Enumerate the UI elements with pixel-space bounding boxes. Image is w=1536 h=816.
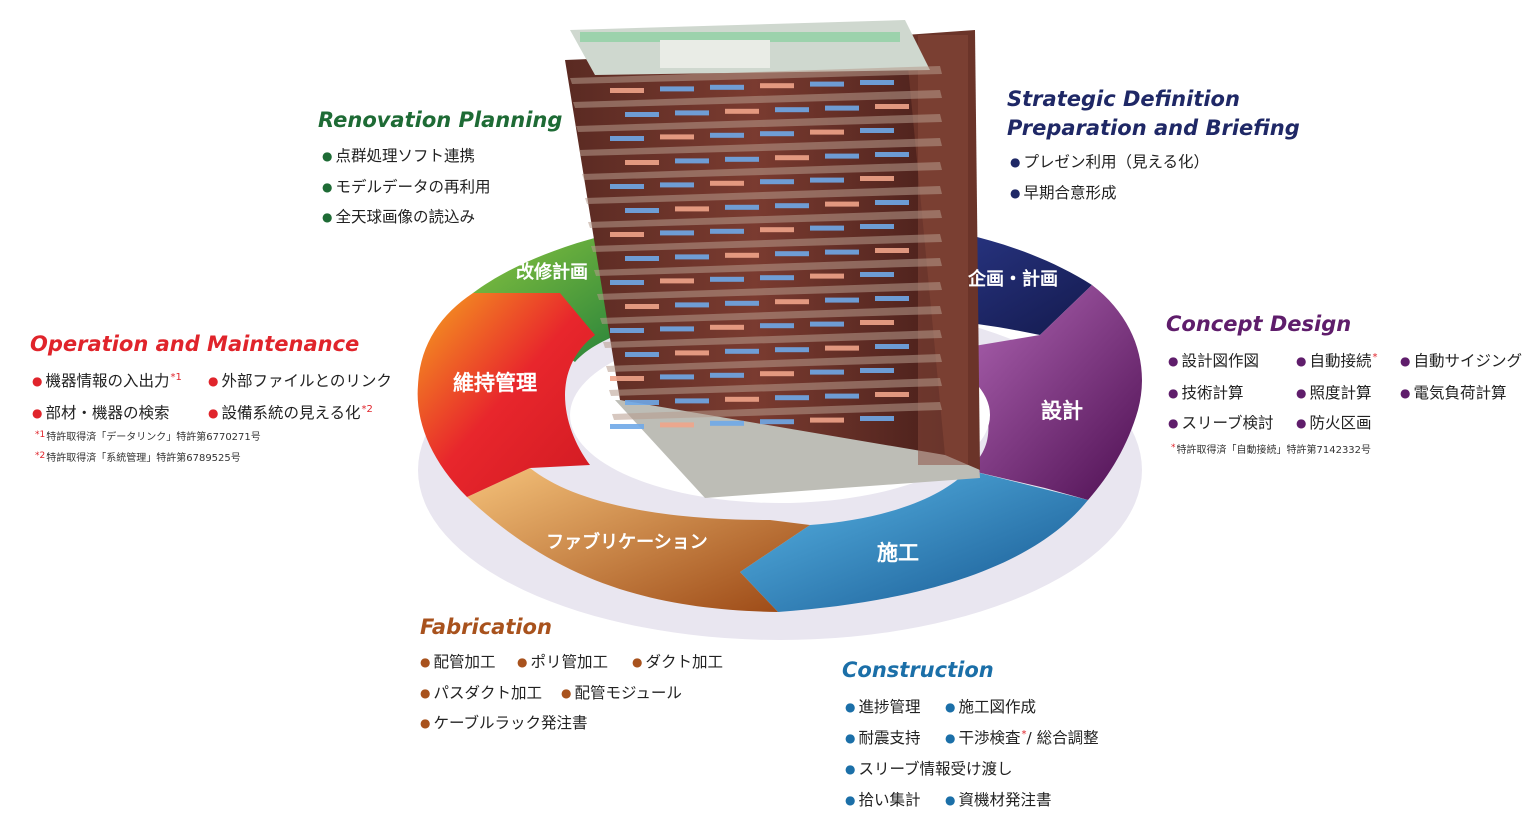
list-item: ●スリーブ検討 — [1168, 409, 1296, 440]
list-item: ●技術計算 — [1168, 379, 1296, 410]
list-item: ●設計図作図 — [1168, 347, 1296, 379]
operation-list: ●機器情報の入出力*1 ●外部ファイルとのリンク ●部材・機器の検索 ●設備系統… — [32, 367, 392, 430]
list-item: ●施工図作成 — [945, 693, 1036, 724]
strategic-list: ●プレゼン利用（見える化） ●早期合意形成 — [1010, 148, 1209, 209]
segment-label-fabrication: ファブリケーション — [546, 531, 708, 553]
construction-list: ●進捗管理 ●施工図作成 ●耐震支持 ●干渉検査*/ 総合調整 ●スリーブ情報受… — [845, 693, 1099, 816]
strategic-title-line1: Strategic Definition — [1007, 85, 1240, 114]
segment-label-construction: 施工 — [877, 541, 919, 565]
construction-title: Construction — [842, 656, 994, 685]
fabrication-title: Fabrication — [420, 613, 552, 642]
list-item: ●ケーブルラック発注書 — [420, 709, 588, 740]
segment-label-strategic: 企画・計画 — [967, 268, 1058, 290]
list-item: ●照度計算 — [1296, 379, 1400, 410]
segment-label-concept: 設計 — [1041, 399, 1083, 423]
list-item: ●機器情報の入出力*1 — [32, 367, 208, 399]
concept-patent-note: *特許取得済「自動接続」特許第7142332号 — [1170, 440, 1371, 462]
list-item: ●設備系統の見える化*2 — [208, 399, 373, 431]
list-item: ●配管加工 — [420, 648, 517, 679]
list-item: ●ポリ管加工 — [517, 648, 632, 679]
list-item: ●干渉検査*/ 総合調整 — [945, 724, 1099, 756]
list-item: ●早期合意形成 — [1010, 179, 1117, 210]
list-item: ●資機材発注書 — [945, 786, 1052, 816]
list-item: ●拾い集計 — [845, 786, 945, 816]
segment-label-renovation: 改修計画 — [516, 261, 588, 283]
list-item: ●モデルデータの再利用 — [322, 173, 491, 204]
list-item: ●部材・機器の検索 — [32, 399, 208, 431]
strategic-title-line2: Preparation and Briefing — [1007, 114, 1300, 143]
list-item: ●全天球画像の読込み — [322, 203, 475, 234]
list-item: ●自動接続* — [1296, 347, 1400, 379]
list-item: ●スリーブ情報受け渡し — [845, 755, 1013, 786]
list-item: ●耐震支持 — [845, 724, 945, 756]
building-bim-model-icon — [565, 20, 980, 498]
list-item: ●プレゼン利用（見える化） — [1010, 148, 1209, 179]
concept-title: Concept Design — [1166, 310, 1351, 339]
fabrication-list: ●配管加工 ●ポリ管加工 ●ダクト加工 ●パスダクト加工 ●配管モジュール ●ケ… — [420, 648, 723, 740]
operation-patent-note-1: *1特許取得済「データリンク」特許第6770271号 — [34, 427, 261, 449]
operation-patent-note-2: *2特許取得済「系統管理」特許第6789525号 — [34, 448, 241, 470]
renovation-title: Renovation Planning — [318, 106, 562, 135]
list-item: ●進捗管理 — [845, 693, 945, 724]
list-item: ●外部ファイルとのリンク — [208, 367, 392, 399]
renovation-list: ●点群処理ソフト連携 ●モデルデータの再利用 ●全天球画像の読込み — [322, 142, 491, 234]
list-item: ●配管モジュール — [561, 679, 682, 710]
operation-title: Operation and Maintenance — [30, 330, 359, 359]
segment-label-operation: 維持管理 — [453, 371, 537, 395]
list-item: ●防火区画 — [1296, 409, 1372, 440]
list-item: ●電気負荷計算 — [1400, 379, 1507, 410]
concept-list: ●設計図作図 ●自動接続* ●自動サイジング ●技術計算 ●照度計算 ●電気負荷… — [1168, 347, 1522, 440]
list-item: ●自動サイジング — [1400, 347, 1522, 379]
list-item: ●点群処理ソフト連携 — [322, 142, 475, 173]
list-item: ●ダクト加工 — [632, 648, 723, 679]
list-item: ●パスダクト加工 — [420, 679, 561, 710]
